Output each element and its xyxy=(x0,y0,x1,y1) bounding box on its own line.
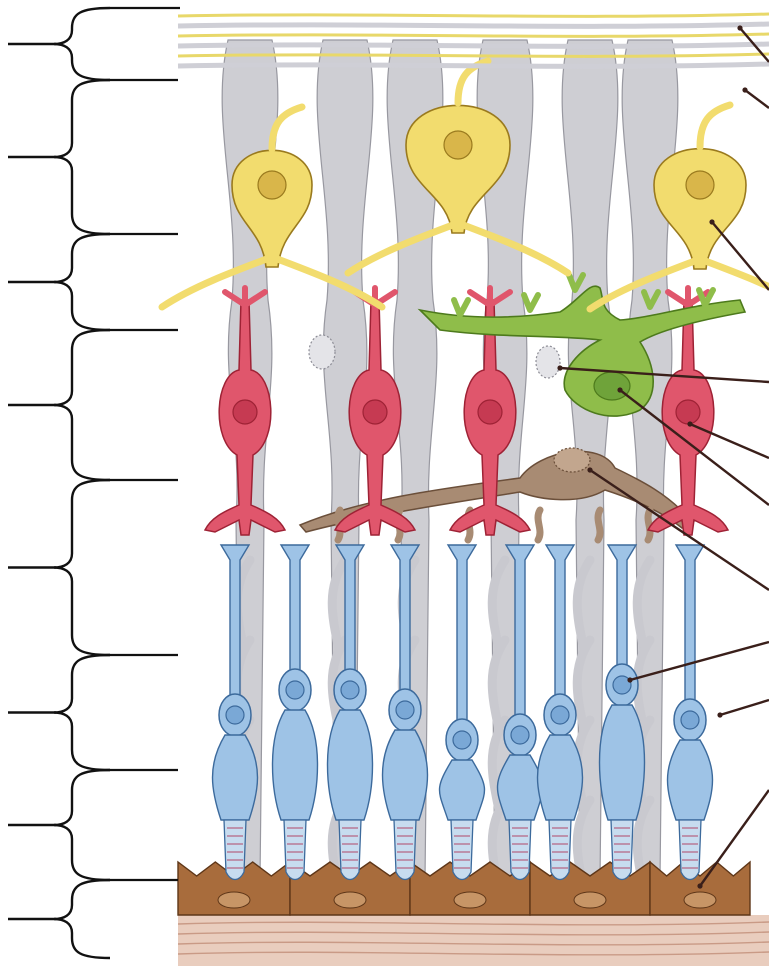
choroid-group xyxy=(178,915,769,966)
nerve-fiber xyxy=(178,54,769,56)
bipolar-cell-nucleus xyxy=(478,400,502,424)
horizontal-cell-dendrite xyxy=(648,510,650,540)
bipolar-cell-nucleus xyxy=(233,400,257,424)
leader-line-endpoint xyxy=(717,712,722,717)
leader-line-endpoint xyxy=(557,365,562,370)
leader-line-endpoint xyxy=(687,421,692,426)
leader-line xyxy=(720,700,769,715)
leader-line xyxy=(712,222,769,290)
photoreceptor-inner-segment xyxy=(538,735,583,820)
layer-bracket-group xyxy=(8,8,180,958)
leader-line-endpoint xyxy=(617,387,622,392)
photoreceptor-nucleus xyxy=(551,706,569,724)
horizontal-cell-nucleus xyxy=(554,448,590,472)
muller-nucleus xyxy=(309,335,335,369)
ganglion-cell-body xyxy=(654,149,746,269)
photoreceptor-outer-segment xyxy=(679,820,701,880)
layer-bracket xyxy=(54,80,110,234)
photoreceptor-inner-segment xyxy=(273,710,318,820)
photoreceptor-axon xyxy=(608,545,636,665)
nerve-fiber xyxy=(178,24,769,26)
photoreceptor-outer-segment xyxy=(509,820,531,880)
layer-bracket xyxy=(54,480,110,655)
photoreceptor-inner-segment xyxy=(383,730,428,820)
photoreceptor-nucleus xyxy=(286,681,304,699)
photoreceptor-inner-segment xyxy=(328,710,373,820)
photoreceptor-nucleus xyxy=(453,731,471,749)
photoreceptor-outer-segment xyxy=(549,820,571,880)
photoreceptor-nucleus xyxy=(681,711,699,729)
photoreceptor-outer-segment xyxy=(451,820,473,880)
leader-line-endpoint xyxy=(737,25,742,30)
layer-bracket xyxy=(54,234,110,330)
leader-line-endpoint xyxy=(627,677,632,682)
photoreceptor-axon xyxy=(448,545,476,720)
layer-bracket xyxy=(54,655,110,770)
photoreceptor-axon xyxy=(676,545,704,700)
layer-bracket xyxy=(54,330,110,480)
pigment-cell-nucleus xyxy=(684,892,716,908)
photoreceptor-inner-segment xyxy=(213,735,258,820)
leader-line-endpoint xyxy=(709,219,714,224)
bipolar-cell-nucleus xyxy=(676,400,700,424)
photoreceptor-inner-segment xyxy=(600,705,645,820)
amacrine-cell-dendrite xyxy=(454,300,468,315)
nerve-fiber xyxy=(178,44,769,46)
leader-line-endpoint xyxy=(587,467,592,472)
pigment-cell-nucleus xyxy=(454,892,486,908)
photoreceptor-nucleus xyxy=(511,726,529,744)
pigment-cell-nucleus xyxy=(574,892,606,908)
muller-nucleus xyxy=(536,346,560,378)
photoreceptor-inner-segment xyxy=(668,740,713,820)
layer-bracket xyxy=(54,770,110,880)
leader-line-endpoint xyxy=(742,87,747,92)
amacrine-cell-nucleus xyxy=(594,372,630,400)
ganglion-cell-nucleus xyxy=(258,171,286,199)
nerve-fiber xyxy=(178,34,769,36)
photoreceptor-outer-segment xyxy=(394,820,416,880)
photoreceptor-axon xyxy=(281,545,309,670)
amacrine-cell-dendrite xyxy=(524,295,538,310)
photoreceptor-inner-segment xyxy=(440,760,485,820)
leader-line xyxy=(745,90,769,108)
photoreceptor-nucleus xyxy=(226,706,244,724)
photoreceptor-inner-segment xyxy=(498,755,543,820)
leader-line-endpoint xyxy=(697,883,702,888)
photoreceptor-nucleus xyxy=(341,681,359,699)
photoreceptor-nucleus xyxy=(396,701,414,719)
ganglion-cell-nucleus xyxy=(686,171,714,199)
photoreceptor-axon xyxy=(546,545,574,695)
photoreceptor-outer-segment xyxy=(611,820,633,880)
photoreceptor-outer-segment xyxy=(284,820,306,880)
layer-bracket xyxy=(54,8,110,80)
layer-bracket xyxy=(54,880,110,958)
photoreceptor-outer-segment xyxy=(224,820,246,880)
leader-line xyxy=(700,790,769,886)
horizontal-cell-dendrite xyxy=(598,510,600,540)
bipolar-cell-nucleus xyxy=(363,400,387,424)
nerve-fiber xyxy=(178,64,769,66)
pigment-cell-nucleus xyxy=(334,892,366,908)
nerve-fiber xyxy=(178,14,769,16)
horizontal-cell-dendrite xyxy=(538,510,540,540)
ganglion-cell-axon xyxy=(700,105,730,147)
ganglion-cell-nucleus xyxy=(444,131,472,159)
pigment-cell-nucleus xyxy=(218,892,250,908)
photoreceptor-outer-segment xyxy=(339,820,361,880)
